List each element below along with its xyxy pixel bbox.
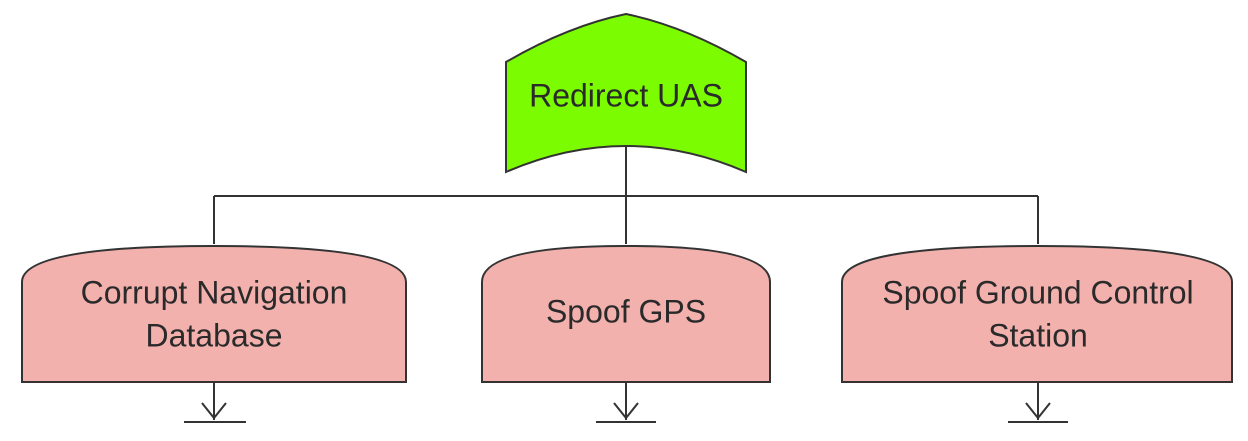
- child-node-label-line-1: Spoof GPS: [546, 293, 706, 329]
- arrow-down-icon: [1025, 402, 1051, 420]
- child-node-corrupt-navigation-database: Corrupt Navigation Database: [21, 244, 407, 383]
- child-node-spoof-ground-control-station: Spoof Ground Control Station: [841, 244, 1233, 383]
- child-node-shape: [481, 244, 771, 383]
- arrow-down-icon: [613, 402, 639, 420]
- child-node-label-line-1: Corrupt Navigation: [81, 274, 348, 310]
- child-node-spoof-gps: Spoof GPS: [481, 244, 771, 383]
- tree-connectors: [213, 146, 1039, 244]
- child-node-label-line-1: Spoof Ground Control: [882, 274, 1193, 310]
- root-node-shape: [505, 12, 747, 174]
- child-node-shape: [21, 244, 407, 383]
- root-node: Redirect UAS: [505, 12, 747, 174]
- root-node-label: Redirect UAS: [529, 77, 723, 113]
- continuation-marker-right: [1008, 382, 1068, 423]
- child-node-shape: [841, 244, 1233, 383]
- child-node-label-line-2: Database: [146, 317, 283, 353]
- continuation-marker-left: [184, 382, 246, 423]
- arrow-down-icon: [201, 402, 227, 420]
- continuation-marker-middle: [596, 382, 656, 423]
- child-node-label-line-2: Station: [988, 317, 1088, 353]
